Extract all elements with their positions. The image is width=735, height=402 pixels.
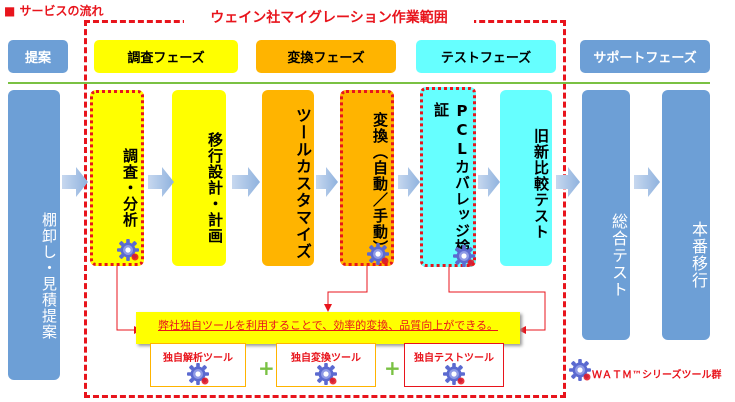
step-design: 移行設計・計画 [172,90,226,266]
gear-icon [116,238,140,262]
step-integration-test: 総合テスト [582,90,630,340]
step-inventory: 棚卸し・見積提案 [8,90,60,380]
gear-icon [366,242,390,266]
phase-header-test: テストフェーズ [416,40,556,73]
gear-icon [314,362,338,386]
step-customize: ツールカスタマイズ [262,90,314,266]
phase-header-survey: 調査フェーズ [94,40,238,73]
phase-header-proposal: 提案 [8,40,68,73]
step-production-migration: 本番移行 [662,90,710,340]
step-pcl-coverage: PCLカバレッジ検証 [420,87,476,267]
phase-header-conversion: 変換フェーズ [256,40,396,73]
gear-icon [568,358,592,382]
gear-icon [186,362,210,386]
section-title: ■ サービスの流れ [4,4,104,18]
plus-icon: + [258,356,275,380]
tools-group-box [136,312,520,344]
legend-label: ＷＡＴＭ™シリーズツール群 [592,370,722,381]
scope-label: ウェイン社マイグレーション作業範囲 [184,8,474,28]
tool-analysis-label: 独自解析ツール [163,353,233,364]
step-analysis: 調査・分析 [90,90,144,266]
phase-separator-line [8,82,710,84]
tool-conversion-label: 独自変換ツール [291,353,361,364]
tool-test-label: 独自テストツール [414,353,494,364]
gear-icon [452,244,476,268]
gear-icon [442,362,466,386]
step-old-new-compare: 旧新比較テスト [500,90,552,266]
arrow-8 [634,167,660,197]
plus-icon: + [384,356,401,380]
step-convert: 変換（自動／手動） [340,90,394,266]
benefit-text: 弊社独自ツールを利用することで、効率的変換、品質向上ができる。 [157,319,498,332]
phase-header-support: サポートフェーズ [580,40,710,73]
